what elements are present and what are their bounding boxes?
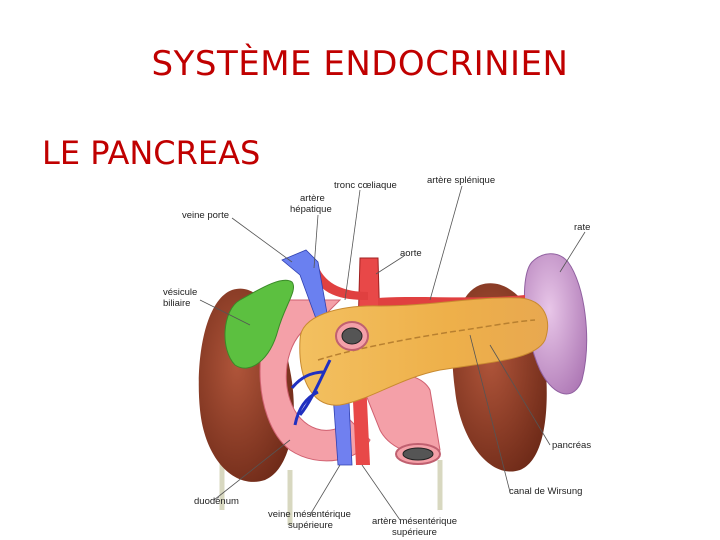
label-artere-mes-2: supérieure [392, 527, 437, 538]
label-tronc-coeliaque: tronc cœliaque [334, 180, 397, 191]
label-aorte: aorte [400, 248, 422, 259]
label-artere-hepatique-2: hépatique [290, 204, 332, 215]
page-title: SYSTÈME ENDOCRINIEN [151, 44, 569, 84]
label-veine-mes-1: veine mésentérique [268, 509, 351, 520]
wirsung-duct [317, 319, 536, 361]
duodenum [259, 299, 371, 462]
label-duodenum: duodénum [194, 496, 239, 507]
leader-lines [199, 185, 586, 521]
page-subtitle: LE PANCREAS [42, 134, 261, 172]
label-pancreas: pancréas [552, 440, 591, 451]
label-vesicule-1: vésicule [163, 287, 197, 298]
cross-section-lower-inner [402, 447, 434, 461]
label-artere-hepatique-1: artère [300, 193, 325, 204]
label-vesicule-2: biliaire [163, 298, 190, 309]
gallbladder [224, 279, 294, 369]
pancreatic-veins [290, 359, 332, 426]
label-veine-mes-2: supérieure [288, 520, 333, 531]
label-artere-mes-1: artère mésentérique [372, 516, 457, 527]
hepatic-artery [310, 266, 368, 300]
cross-section-upper-inner [341, 327, 363, 345]
label-rate: rate [574, 222, 590, 233]
label-artere-splenique: artère splénique [427, 175, 495, 186]
sup-mesenteric-artery [352, 380, 370, 465]
label-canal-wirsung: canal de Wirsung [509, 486, 582, 497]
label-veine-porte: veine porte [182, 210, 229, 221]
